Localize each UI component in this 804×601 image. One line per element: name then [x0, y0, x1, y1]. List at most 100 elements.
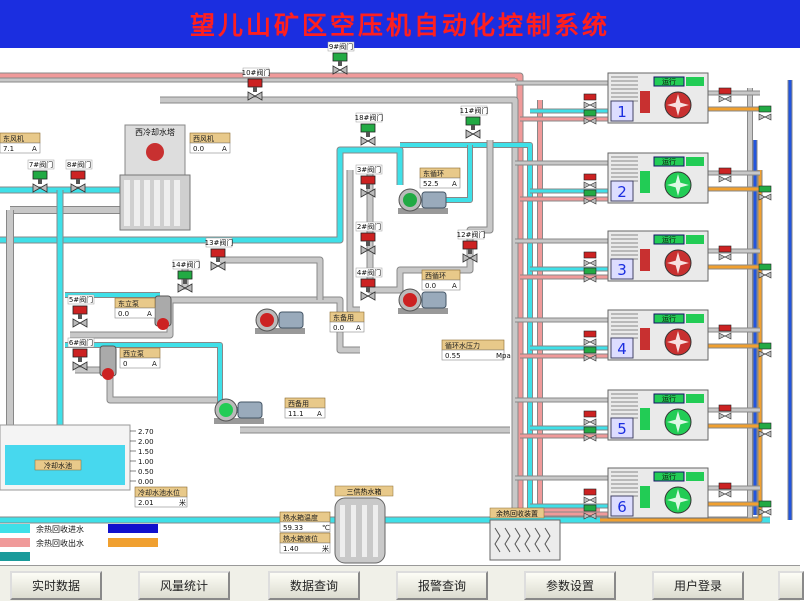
nav-button-2[interactable]: 风量统计: [138, 571, 230, 600]
valve-actuator: [247, 78, 263, 88]
legend-swatch-b: [108, 524, 158, 533]
valve-body: [583, 117, 597, 125]
valve-label-box: [355, 164, 383, 175]
valve-8[interactable]: [360, 232, 376, 255]
valve-2[interactable]: [247, 78, 263, 101]
compressor-2[interactable]: 2运行: [607, 152, 709, 204]
compressor-3-valve-2[interactable]: [718, 245, 732, 261]
compressor-6-valve-3[interactable]: [583, 504, 597, 520]
valve-10[interactable]: [462, 240, 478, 263]
valve-body: [360, 291, 376, 301]
compressor-2-valve-2[interactable]: [718, 167, 732, 183]
compressor-number: 3: [617, 261, 627, 279]
valve-13[interactable]: [72, 305, 88, 328]
compressor-3-valve-4[interactable]: [758, 263, 772, 279]
valve-7[interactable]: [360, 175, 376, 198]
compressor-5-valve-3[interactable]: [583, 426, 597, 442]
compressor-3-valve-1[interactable]: [583, 251, 597, 267]
compressor-4-valve-2[interactable]: [718, 324, 732, 340]
valve-actuator: [583, 173, 597, 181]
nav-button-1[interactable]: 实时数据: [10, 571, 102, 600]
valve-label-7: 3#阀门: [355, 164, 383, 175]
pump-impeller-icon: [403, 193, 417, 207]
valve-body: [583, 181, 597, 189]
nav-button-3[interactable]: 数据查询: [268, 571, 360, 600]
tank-temp-tag-value: 59.33: [283, 524, 303, 532]
valve-label-10: 12#阀门: [457, 229, 485, 240]
valve-stem: [78, 314, 82, 319]
compressor-1-valve-3[interactable]: [583, 109, 597, 125]
compressor-3-valve-3[interactable]: [583, 267, 597, 283]
valve-6[interactable]: [465, 116, 481, 139]
valve-actuator: [360, 278, 376, 288]
valve-label-box: [205, 237, 233, 248]
valve-3[interactable]: [32, 170, 48, 193]
valve-5[interactable]: [360, 123, 376, 146]
pump-east-cycle-tag-unit: A: [452, 180, 457, 188]
compressor-3[interactable]: 3运行: [607, 230, 709, 282]
tower-stripe: [164, 180, 170, 226]
compressor-led: [686, 472, 704, 481]
grey-pipe-branch-outline: [220, 256, 324, 300]
compressor-2-valve-1[interactable]: [583, 173, 597, 189]
valve-actuator: [583, 488, 597, 496]
nav-button-7[interactable]: [778, 571, 804, 600]
compressor-number: 6: [617, 498, 627, 516]
nav-button-4[interactable]: 报警查询: [396, 571, 488, 600]
fan-east-tag-value-box: [0, 142, 41, 154]
valve-actuator: [360, 123, 376, 133]
compressor-5[interactable]: 5运行: [607, 389, 709, 441]
valve-actuator: [758, 422, 772, 430]
valve-body: [758, 350, 772, 358]
nav-button-6[interactable]: 用户登录: [652, 571, 744, 600]
compressor-1[interactable]: 1运行: [607, 72, 709, 124]
compressor-1-valve-2[interactable]: [718, 87, 732, 103]
pool-level-tag-value: 2.01: [138, 499, 154, 507]
legend-text: 余热回收出水: [36, 538, 84, 548]
compressor-4-valve-4[interactable]: [758, 342, 772, 358]
valve-11[interactable]: [210, 248, 226, 271]
compressor-2-valve-3[interactable]: [583, 189, 597, 205]
valve-stem: [471, 125, 475, 130]
compressor-5-valve-2[interactable]: [718, 404, 732, 420]
valve-4[interactable]: [70, 170, 86, 193]
valve-actuator: [70, 170, 86, 180]
compressor-5-valve-1[interactable]: [583, 410, 597, 426]
pump-motor: [237, 401, 263, 419]
pump-base: [398, 308, 448, 314]
pool-level-tag-value-box: [134, 496, 188, 508]
compressor-6-valve-4[interactable]: [758, 500, 772, 516]
compressor-1-valve-4[interactable]: [758, 105, 772, 121]
compressor-1-valve-1[interactable]: [583, 93, 597, 109]
nav-button-5[interactable]: 参数设置: [524, 571, 616, 600]
compressor-6-valve-1[interactable]: [583, 488, 597, 504]
valve-9[interactable]: [360, 278, 376, 301]
valve-actuator: [32, 170, 48, 180]
compressor-4-valve-3[interactable]: [583, 346, 597, 362]
compressor-4-valve-1[interactable]: [583, 330, 597, 346]
pump-east-cycle-tag-value-box: [419, 177, 461, 189]
compressor-6[interactable]: 6运行: [607, 467, 709, 519]
valve-12[interactable]: [177, 270, 193, 293]
compressor-6-valve-2[interactable]: [718, 482, 732, 498]
valve-stem: [468, 249, 472, 254]
valve-actuator: [360, 232, 376, 242]
valve-body: [583, 496, 597, 504]
compressor-status-box: [653, 234, 685, 245]
grey-pipe-pumps: [70, 297, 360, 353]
compressor-4[interactable]: 4运行: [607, 309, 709, 361]
valve-label-text: 8#阀门: [67, 160, 91, 169]
compressor-status-bar: [640, 249, 650, 271]
pump-motor: [421, 191, 447, 209]
compressor-5-valve-4[interactable]: [758, 422, 772, 438]
valve-1[interactable]: [332, 52, 348, 75]
compressor-2-valve-4[interactable]: [758, 185, 772, 201]
pump-west-vertical-tag-value-box: [119, 357, 161, 369]
valve-stem: [366, 184, 370, 189]
valve-14[interactable]: [72, 348, 88, 371]
